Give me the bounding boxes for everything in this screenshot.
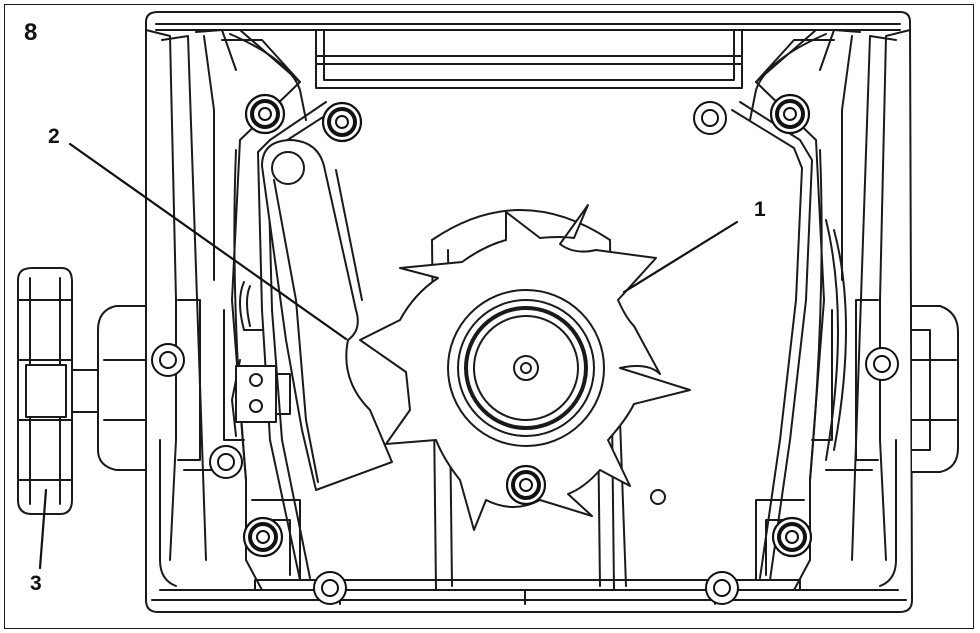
adjustment-knob bbox=[17, 267, 147, 515]
callout-1: 1 bbox=[754, 198, 766, 221]
right-end-cap bbox=[911, 305, 959, 473]
bolt-center bbox=[505, 464, 547, 506]
bolt-top-left bbox=[244, 93, 286, 135]
bolt-bottom-right bbox=[771, 516, 813, 558]
bolt-top-right bbox=[769, 93, 811, 135]
washer-top-right bbox=[693, 101, 727, 135]
right-side-wall bbox=[749, 29, 911, 591]
callout-2: 2 bbox=[48, 125, 60, 148]
washer-bottom-left bbox=[313, 571, 347, 605]
figure-number: 8 bbox=[24, 19, 37, 46]
left-liner bbox=[257, 101, 327, 581]
washer-bottom-right bbox=[705, 571, 739, 605]
right-liner-inner bbox=[731, 109, 803, 579]
callout-3: 3 bbox=[30, 572, 42, 595]
washer-right bbox=[865, 347, 899, 381]
leader-line-3 bbox=[38, 488, 48, 570]
washer-left bbox=[151, 343, 185, 377]
bolt-top-left-inner bbox=[321, 101, 363, 143]
leader-line-1 bbox=[622, 220, 739, 294]
lever-arm bbox=[231, 139, 393, 491]
rotor bbox=[359, 204, 691, 531]
leader-line-2 bbox=[68, 142, 348, 341]
washer-left-lower bbox=[209, 445, 243, 479]
bolt-bottom-left bbox=[242, 516, 284, 558]
